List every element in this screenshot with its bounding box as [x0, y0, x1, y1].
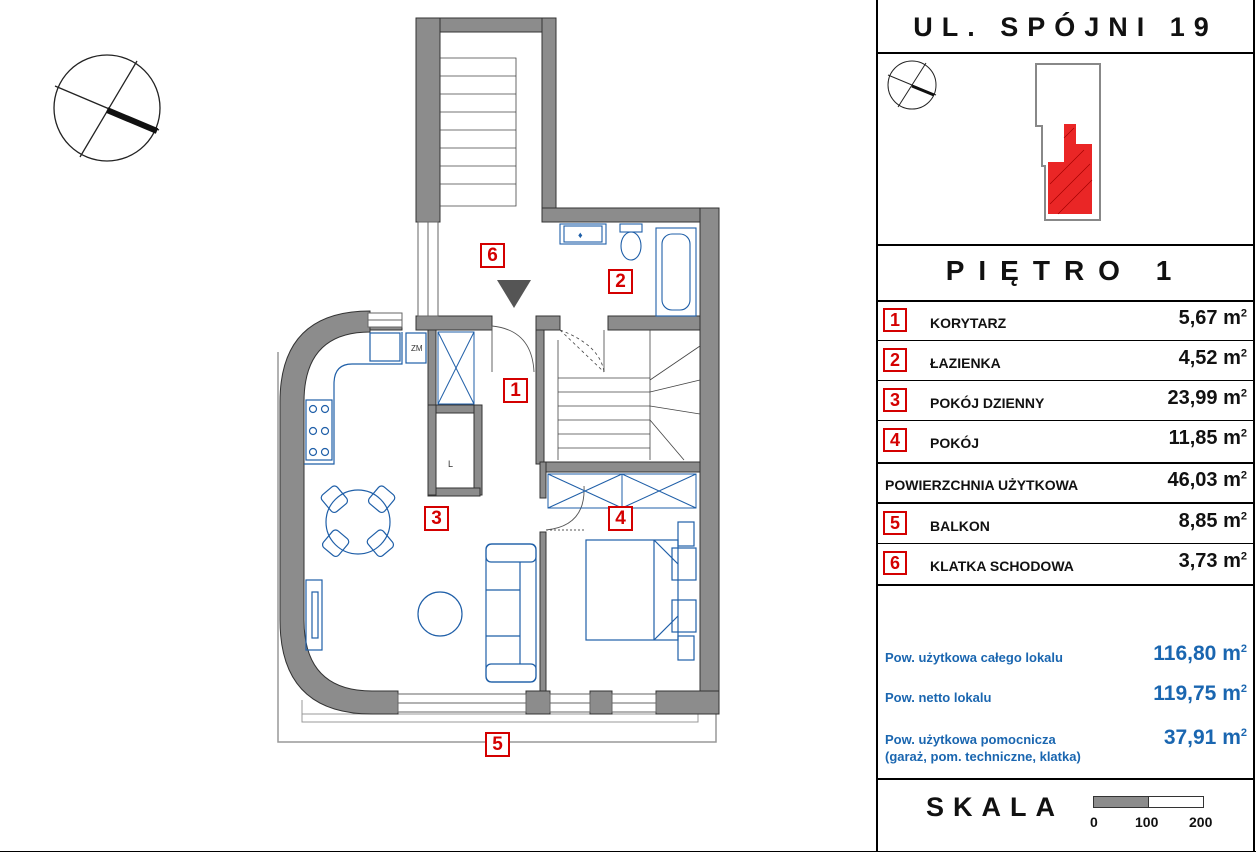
room-number: 6: [883, 551, 907, 575]
fridge-label: ZM: [411, 344, 423, 353]
balcony-outline: [301, 713, 699, 723]
room-number: 1: [883, 308, 907, 332]
room-row-3: 3 POKÓJ DZIENNY 23,99 m2: [878, 381, 1253, 421]
bottom-border: [0, 851, 1256, 852]
scale-tick-0: 0: [1090, 814, 1098, 830]
room-row-5: 5 BALKON 8,85 m2: [878, 504, 1253, 544]
room-row-1: 1 KORYTARZ 5,67 m2: [878, 301, 1253, 341]
key-plan: [887, 60, 1101, 221]
room-name: KORYTARZ: [930, 315, 1007, 331]
entry-arrow-icon: [497, 280, 531, 308]
wardrobe-label: L: [448, 459, 453, 469]
stair-tower-steps: [440, 57, 517, 207]
room-badge-6: 6: [480, 243, 505, 268]
windows: [367, 221, 657, 713]
scale-title: SKALA: [926, 792, 1064, 822]
room-number: 2: [883, 348, 907, 372]
room-badge-4: 4: [608, 506, 633, 531]
kitchen: [304, 332, 427, 651]
doors: [491, 325, 585, 531]
room-area: 8,85 m2: [1178, 510, 1247, 532]
room-area: 4,52 m2: [1178, 347, 1247, 369]
room-badge-1: 1: [503, 378, 528, 403]
room-row-2: 2 ŁAZIENKA 4,52 m2: [878, 341, 1253, 381]
room-area: 23,99 m2: [1167, 387, 1247, 409]
room-number: 4: [883, 428, 907, 452]
usable-total-row: POWIERZCHNIA UŻYTKOWA 46,03 m2: [878, 463, 1253, 503]
room-badge-5: 5: [485, 732, 510, 757]
room-row-4: 4 POKÓJ 11,85 m2: [878, 421, 1253, 461]
walls: [279, 17, 720, 715]
bathroom-fixtures: [559, 223, 697, 317]
usable-total-area: 46,03 m2: [1167, 469, 1247, 491]
coffee-table: [417, 591, 463, 637]
wardrobes: [437, 331, 697, 509]
room-area: 3,73 m2: [1178, 550, 1247, 572]
small-compass-icon: [887, 60, 937, 110]
room-name: BALKON: [930, 518, 990, 534]
room-area: 11,85 m2: [1168, 427, 1247, 449]
room-badge-2: 2: [608, 269, 633, 294]
compass-icon: [53, 54, 161, 162]
bed: [585, 521, 697, 661]
room-number: 5: [883, 511, 907, 535]
room-name: ŁAZIENKA: [930, 355, 1001, 371]
scale-bar-dark: [1093, 796, 1149, 808]
dining-table: [320, 485, 396, 558]
room-row-6: 6 KLATKA SCHODOWA 3,73 m2: [878, 544, 1253, 584]
highlight-unit: [1048, 124, 1092, 214]
sofa: [485, 543, 537, 683]
room-name: POKÓJ: [930, 435, 980, 451]
room-number: 3: [883, 388, 907, 412]
scale-bar-light: [1148, 796, 1204, 808]
floor-plan: ZM L ♦: [53, 17, 720, 743]
floor-label: PIĘTRO 1: [945, 255, 1186, 286]
address-title: UL. SPÓJNI 19: [913, 12, 1218, 42]
room-area: 5,67 m2: [1178, 307, 1247, 329]
internal-stairs: [557, 329, 701, 461]
info-panel: UL. SPÓJNI 19 PIĘTRO 1 1 KORYTARZ 5,67 m…: [876, 0, 1255, 852]
room-badge-3: 3: [424, 506, 449, 531]
scale-tick-100: 100: [1135, 814, 1159, 830]
usable-total-label: POWIERZCHNIA UŻYTKOWA: [885, 477, 1079, 493]
room-name: KLATKA SCHODOWA: [930, 558, 1074, 574]
svg-text:♦: ♦: [578, 230, 583, 240]
room-name: POKÓJ DZIENNY: [930, 395, 1045, 411]
scale-tick-200: 200: [1189, 814, 1213, 830]
